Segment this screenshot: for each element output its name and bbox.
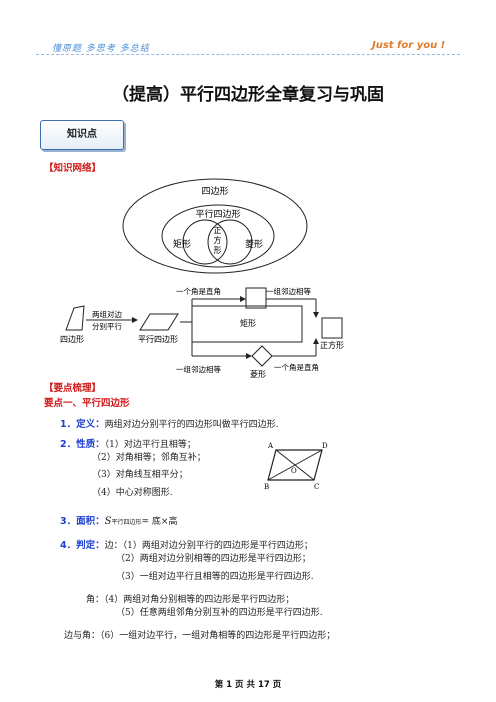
- point1-heading: 要点一、平行四边形: [44, 398, 130, 409]
- venn-center-label-1: 正: [214, 226, 222, 235]
- venn-center-label-2: 方: [214, 235, 222, 245]
- judgement-item-6: （6）一组对边平行，一组对角相等的四边形是平行四边形；: [100, 631, 336, 641]
- flow-adj-equal-bottom: 一组邻边相等: [176, 364, 221, 374]
- rectangle-top-shape: [245, 287, 267, 309]
- area-symbol: S: [104, 516, 112, 527]
- definition-text: 两组对边分别平行的四边形叫做平行四边形.: [104, 420, 279, 430]
- venn-right-label: 菱形: [245, 238, 263, 250]
- parallelogram-shape: [139, 313, 179, 331]
- venn-middle-label: 平行四边形: [195, 208, 240, 220]
- flow-parallelogram-label: 平行四边形: [138, 334, 178, 344]
- property-item-1: （1）对边平行且相等；: [104, 440, 196, 450]
- flow-right-angle-bottom: 一个角是直角: [274, 362, 319, 372]
- venn-center-label-3: 形: [214, 246, 222, 255]
- definition-label: 1．定义：: [60, 419, 105, 430]
- flow-diagram: 四边形 两组对边 分别平行 平行四边形 一个角是直角 一组邻边相等 矩形 正方形…: [60, 286, 344, 379]
- venn-outer-label: 四边形: [201, 185, 228, 197]
- venn-right-circle: [207, 219, 253, 265]
- area-subscript: 平行四边形: [111, 519, 142, 526]
- section-tag: 知识点: [40, 120, 124, 150]
- points-heading: 【要点梳理】: [44, 383, 102, 394]
- page-title: （提高）平行四边形全章复习与巩固: [112, 85, 384, 105]
- flow-rectangle-label: 矩形: [240, 318, 256, 328]
- area-row: 3．面积：S平行四边形= 底×高: [60, 509, 177, 528]
- flow-cond1-line2: 分别平行: [92, 321, 122, 331]
- property-item-3: （3）对角线互相平分；: [92, 470, 188, 480]
- figure-label-a: A: [267, 442, 274, 450]
- flow-right-angle-top: 一个角是直角: [176, 286, 221, 296]
- judgement-row-1: 4．判定：边：（1）两组对边分别平行的四边形是平行四边形；: [60, 533, 313, 552]
- venn-middle-ellipse: [161, 204, 275, 268]
- judgement-item-3: （3）一组对边平行且相等的四边形是平行四边形.: [116, 572, 314, 582]
- flow-adj-equal-top: 一组邻边相等: [266, 286, 311, 296]
- judgement-angle-prefix: 角：: [86, 595, 105, 605]
- venn-outer-ellipse: [122, 178, 308, 274]
- property-row: 2．性质：（1）对边平行且相等；: [60, 432, 196, 451]
- header-slogan-left: 懂原题 多思考 多总结: [52, 44, 150, 54]
- network-heading: 【知识网络】: [44, 163, 102, 174]
- square-shape: [321, 317, 343, 339]
- property-item-2: （2）对角相等；邻角互补；: [92, 453, 206, 463]
- area-label: 3．面积：: [60, 516, 105, 527]
- flow-rhombus-label: 菱形: [250, 369, 266, 379]
- judgement-item-1: （1）两组对边分别平行的四边形是平行四边形；: [122, 541, 313, 551]
- page-footer: 第 1 页 共 17 页: [214, 680, 282, 690]
- quad-shape: [65, 305, 85, 331]
- judgement-item-4: （4）两组对角分别相等的四边形是平行四边形；: [104, 595, 295, 605]
- figure-label-c: C: [314, 483, 319, 490]
- judgement-item-2: （2）两组对边分别相等的四边形是平行四边形；: [116, 554, 311, 564]
- flow-cond1-line1: 两组对边: [92, 309, 122, 319]
- judgement-mixed-prefix: 边与角：: [64, 631, 101, 641]
- flow-square-label: 正方形: [320, 340, 344, 350]
- definition-row: 1．定义：两组对边分别平行的四边形叫做平行四边形.: [60, 412, 279, 431]
- figure-label-d: D: [322, 442, 328, 450]
- header-divider: [36, 54, 460, 55]
- venn-left-circle: [182, 219, 228, 265]
- judgement-label: 4．判定：: [60, 540, 105, 551]
- property-item-4: （4）中心对称图形.: [92, 488, 173, 498]
- header-slogan-right: Just for you !: [372, 40, 446, 51]
- parallelogram-figure: A D O B C: [264, 442, 328, 490]
- figure-label-o: O: [291, 467, 297, 475]
- judgement-row-4: 角：（4）两组对角分别相等的四边形是平行四边形；: [86, 587, 294, 606]
- venn-diagram: 四边形 平行四边形 矩形 菱形 正 方 形: [122, 178, 308, 274]
- judgement-item-5: （5）任意两组邻角分别互补的四边形是平行四边形.: [116, 608, 323, 618]
- property-label: 2．性质：: [60, 439, 105, 450]
- figure-label-b: B: [264, 483, 269, 490]
- judgement-row-6: 边与角：（6）一组对边平行，一组对角相等的四边形是平行四边形；: [64, 623, 335, 642]
- flow-quad-label: 四边形: [60, 334, 84, 344]
- area-formula: = 底×高: [141, 517, 178, 527]
- rhombus-shape: [251, 345, 273, 367]
- judgement-side-prefix: 边：: [104, 541, 123, 551]
- rectangle-box: [191, 305, 303, 343]
- venn-left-label: 矩形: [173, 238, 191, 250]
